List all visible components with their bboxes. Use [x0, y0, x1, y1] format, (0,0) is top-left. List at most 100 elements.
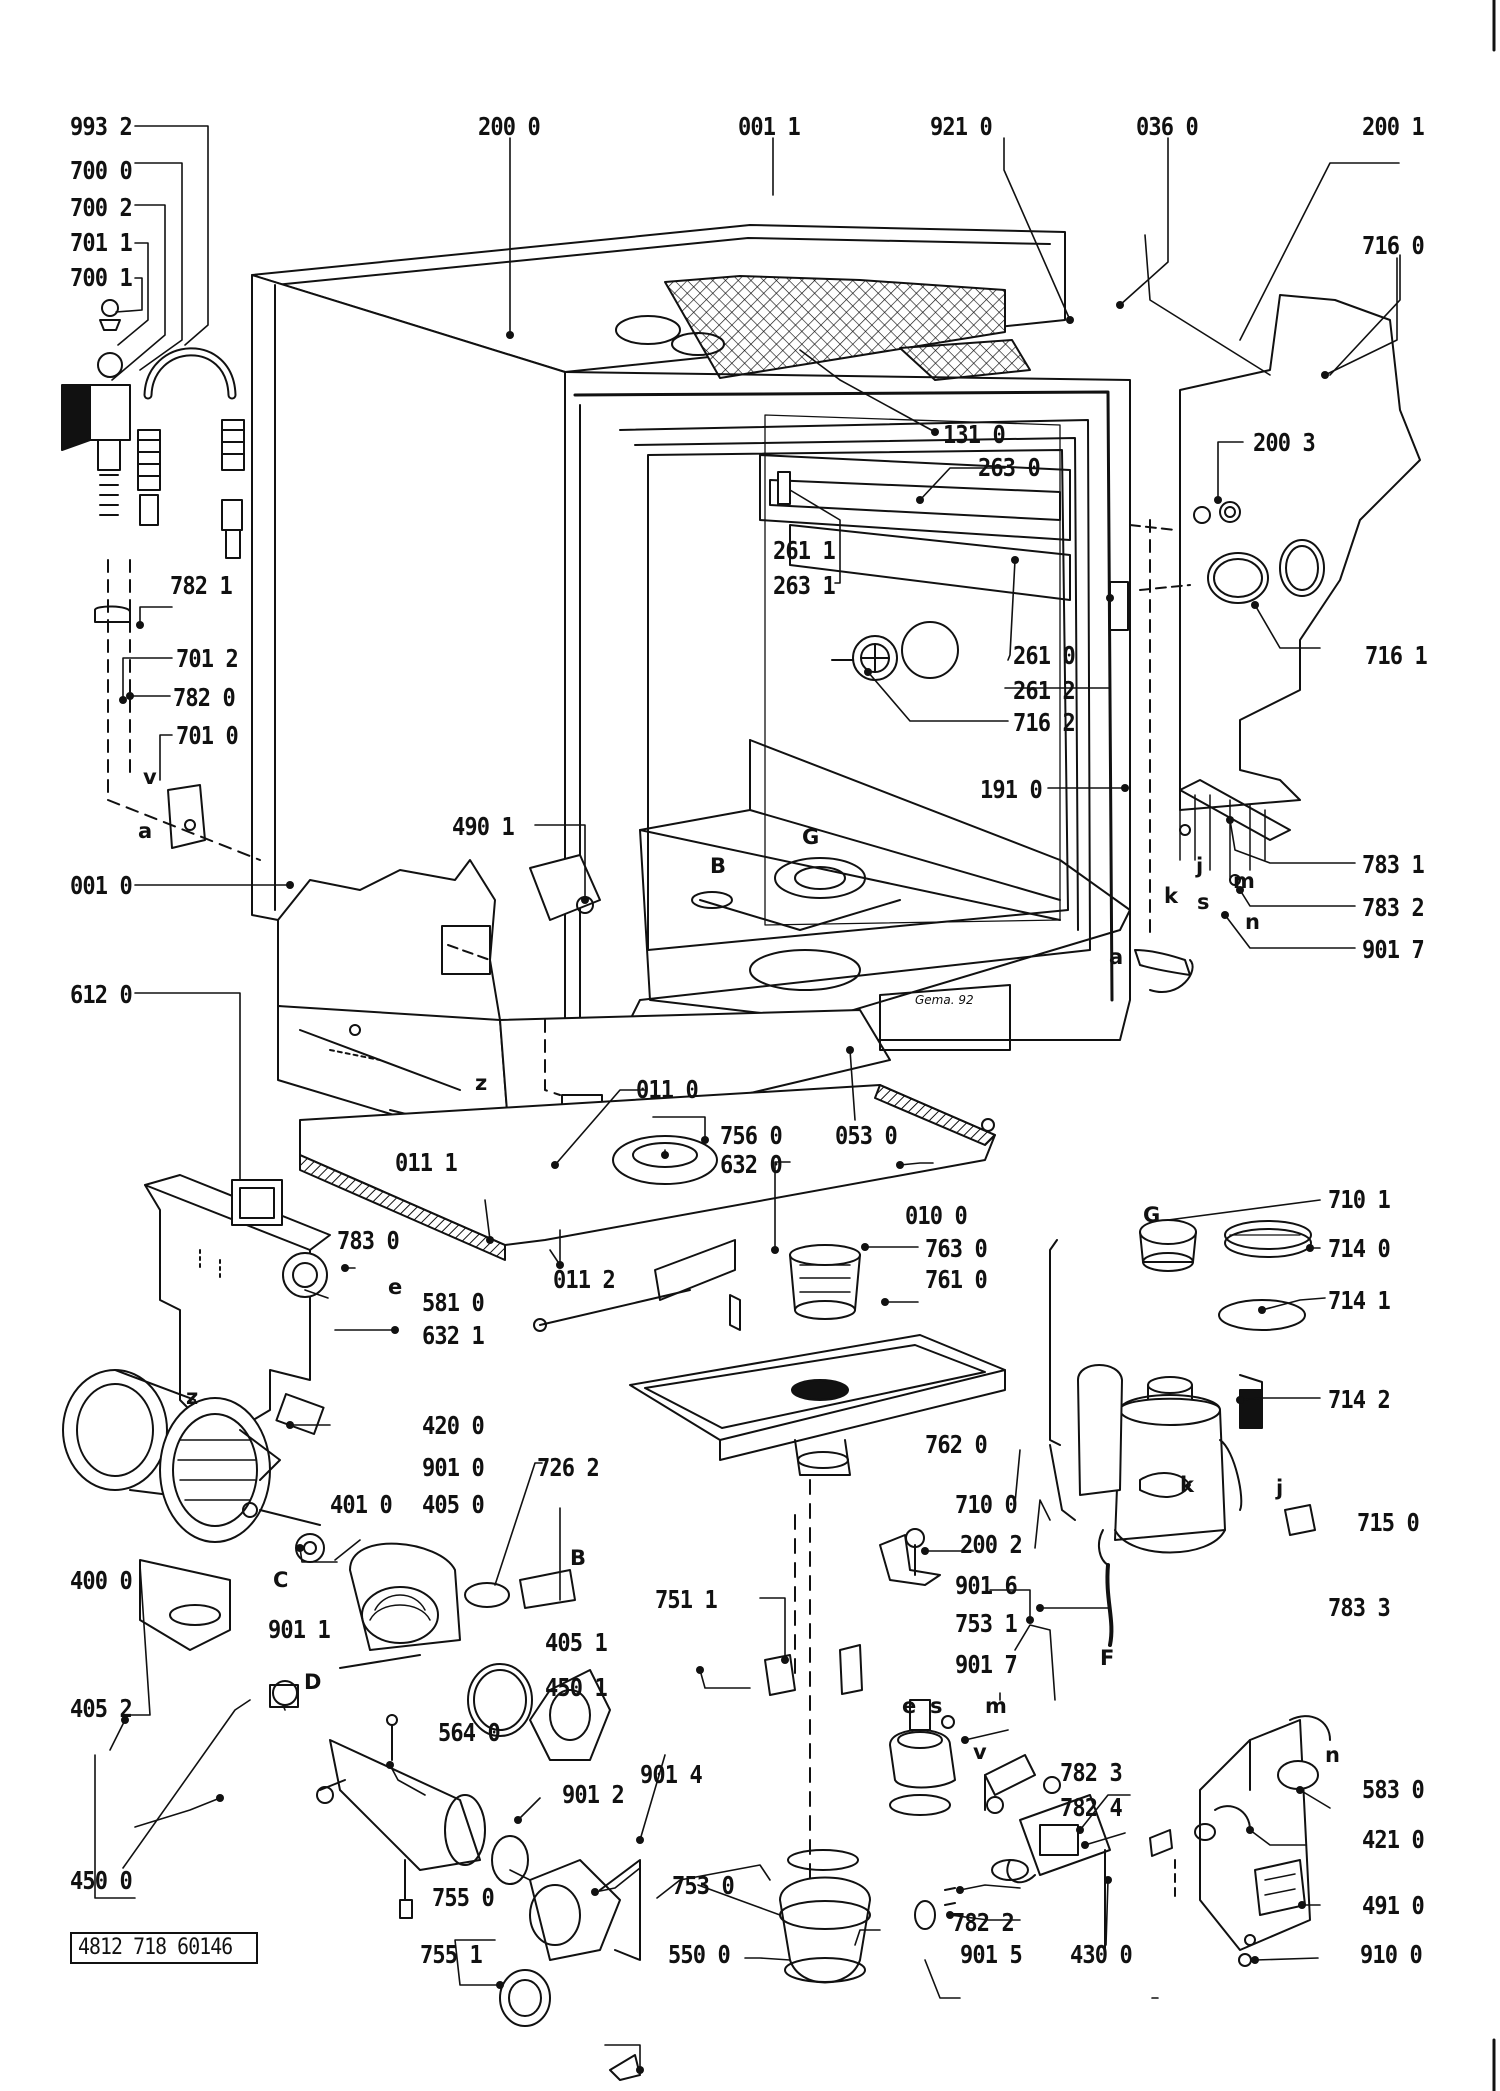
part-label-714-1: 714 1: [1328, 1286, 1391, 1315]
part-label-700-0: 700 0: [70, 156, 133, 185]
part-label-782-2: 782 2: [952, 1908, 1015, 1937]
date-stamp: Gema. 92: [915, 993, 974, 1007]
part-label-036-0: 036 0: [1136, 112, 1199, 141]
part-label-901-4: 901 4: [640, 1760, 703, 1789]
part-label-200-3: 200 3: [1253, 428, 1316, 457]
leader-lines: [94, 125, 1401, 2071]
part-label-783-1: 783 1: [1362, 850, 1425, 879]
heater-assembly: [316, 1714, 641, 2081]
part-label-716-2: 716 2: [1013, 708, 1076, 737]
side-panel: [1129, 294, 1421, 993]
part-label-901-7-top: 901 7: [1362, 935, 1425, 964]
letter-k-right: k: [1164, 884, 1178, 908]
part-label-011-1: 011 1: [395, 1148, 458, 1177]
letter-G-softener: G: [1143, 1203, 1161, 1227]
part-label-200-1: 200 1: [1362, 112, 1425, 141]
part-label-782-4: 782 4: [1060, 1793, 1123, 1822]
part-label-782-1: 782 1: [170, 571, 233, 600]
part-label-910-0: 910 0: [1360, 1940, 1423, 1969]
part-label-901-2: 901 2: [562, 1780, 625, 1809]
part-label-405-1: 405 1: [545, 1628, 608, 1657]
part-label-011-0: 011 0: [636, 1075, 699, 1104]
part-label-751-1: 751 1: [655, 1585, 718, 1614]
part-label-701-1: 701 1: [70, 228, 133, 257]
part-label-011-2: 011 2: [553, 1265, 616, 1294]
part-label-261-2: 261 2: [1013, 676, 1076, 705]
part-label-491-0: 491 0: [1362, 1891, 1425, 1920]
letter-n-right: n: [1245, 910, 1260, 934]
part-label-753-0: 753 0: [672, 1871, 735, 1900]
part-label-010-0: 010 0: [905, 1201, 968, 1230]
part-label-715-0: 715 0: [1357, 1508, 1420, 1537]
letter-s-valve: s: [930, 1694, 943, 1718]
part-label-901-1: 901 1: [268, 1615, 331, 1644]
part-label-710-1: 710 1: [1328, 1185, 1391, 1214]
part-label-450-1: 450 1: [545, 1673, 608, 1702]
letter-G-tub: G: [802, 825, 820, 849]
part-label-701-2: 701 2: [176, 644, 239, 673]
part-label-632-1: 632 1: [422, 1321, 485, 1350]
part-label-726-2: 726 2: [537, 1453, 600, 1482]
part-label-200-2: 200 2: [960, 1530, 1023, 1559]
part-label-762-0: 762 0: [925, 1430, 988, 1459]
document-number: 4812 718 60146: [78, 1935, 233, 1960]
part-label-921-0: 921 0: [930, 112, 993, 141]
part-label-263-1: 263 1: [773, 571, 836, 600]
part-label-701-0: 701 0: [176, 721, 239, 750]
part-label-755-0: 755 0: [432, 1883, 495, 1912]
part-label-405-0: 405 0: [422, 1490, 485, 1519]
part-label-612-0: 612 0: [70, 980, 133, 1009]
part-label-420-0: 420 0: [422, 1411, 485, 1440]
part-label-263-0: 263 0: [978, 453, 1041, 482]
pump-motor: [62, 1369, 325, 1651]
part-label-710-0: 710 0: [955, 1490, 1018, 1519]
part-label-131-0: 131 0: [943, 420, 1006, 449]
inlet-hose-assembly: [61, 299, 261, 861]
part-label-901-6: 901 6: [955, 1571, 1018, 1600]
part-label-191-0: 191 0: [980, 775, 1043, 804]
part-label-421-0: 421 0: [1362, 1825, 1425, 1854]
part-label-550-0: 550 0: [668, 1940, 731, 1969]
part-label-753-1: 753 1: [955, 1609, 1018, 1638]
tub-cabinet: Gema. 92: [251, 224, 1131, 1151]
letter-v-valve: v: [973, 1740, 987, 1764]
part-label-783-3: 783 3: [1328, 1593, 1391, 1622]
part-label-490-1: 490 1: [452, 812, 515, 841]
part-label-716-0: 716 0: [1362, 231, 1425, 260]
letter-z-plinth: z: [475, 1071, 488, 1095]
sump-filter: [533, 1019, 1006, 1984]
part-label-714-2: 714 2: [1328, 1385, 1391, 1414]
part-label-901-0: 901 0: [422, 1453, 485, 1482]
letter-e-valve: e: [902, 1694, 917, 1718]
part-label-901-5: 901 5: [960, 1940, 1023, 1969]
part-label-756-0: 756 0: [720, 1121, 783, 1150]
part-label-761-0: 761 0: [925, 1265, 988, 1294]
letter-D-pump: D: [304, 1670, 322, 1694]
part-label-700-2: 700 2: [70, 193, 133, 222]
letter-m-right: m: [1233, 869, 1255, 893]
letter-F-hose: F: [1100, 1646, 1115, 1670]
part-label-261-1: 261 1: [773, 536, 836, 565]
part-label-200-0: 200 0: [478, 112, 541, 141]
part-label-001-1: 001 1: [738, 112, 801, 141]
letter-C-motor: C: [273, 1568, 289, 1592]
letter-B-pump: B: [570, 1546, 587, 1570]
letter-m-valve: m: [985, 1694, 1007, 1718]
part-label-993-2: 993 2: [70, 112, 133, 141]
part-label-001-0: 001 0: [70, 871, 133, 900]
part-label-714-0: 714 0: [1328, 1234, 1391, 1263]
part-label-901-7-bottom: 901 7: [955, 1650, 1018, 1679]
letter-k-softener: k: [1180, 1473, 1194, 1497]
part-label-430-0: 430 0: [1070, 1940, 1133, 1969]
part-label-632-0: 632 0: [720, 1150, 783, 1179]
letter-s-right: s: [1197, 890, 1210, 914]
letter-a-left: a: [138, 819, 153, 843]
document-number-box: [70, 1932, 258, 1964]
letter-n-bracket: n: [1325, 1743, 1340, 1767]
part-label-400-0: 400 0: [70, 1566, 133, 1595]
part-label-401-0: 401 0: [330, 1490, 393, 1519]
part-label-782-0: 782 0: [173, 683, 236, 712]
part-label-700-1: 700 1: [70, 263, 133, 292]
